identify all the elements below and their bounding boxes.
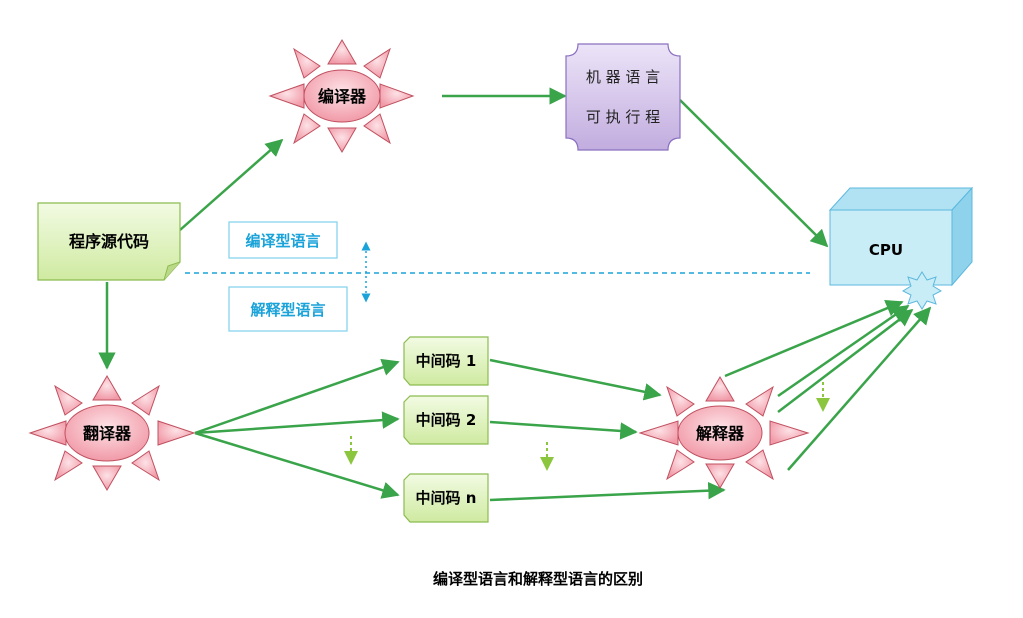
- compiled-label: 编译型语言: [245, 232, 320, 250]
- translator-label: 翻译器: [83, 424, 132, 443]
- arrow-interp-cpu-4: [787, 306, 932, 471]
- arrow-translator-midn: [194, 431, 400, 499]
- compiler-label: 编译器: [318, 87, 367, 106]
- arrow-translator-mid2: [194, 411, 400, 435]
- diagram-caption: 编译型语言和解释型语言的区别: [433, 570, 643, 588]
- arrow-midn-interpreter: [489, 481, 726, 502]
- mid-code-2-node: 中间码 2: [403, 395, 489, 445]
- machine-code-line1: 机 器 语 言: [586, 68, 660, 86]
- arrow-mid2-interpreter: [489, 420, 638, 440]
- arrow-interp-cpu-1: [724, 300, 904, 378]
- arrow-machine-cpu: [679, 99, 829, 248]
- cpu-node: [828, 186, 974, 310]
- interpreter-node: [638, 376, 810, 489]
- mid-code-n-node: 中间码 n: [403, 473, 489, 523]
- mid-code-1-label: 中间码 1: [416, 352, 477, 370]
- machine-code-line2: 可 执 行 程: [586, 108, 660, 126]
- arrow-mid1-interpreter: [489, 358, 662, 401]
- mid-code-n-label: 中间码 n: [416, 489, 477, 507]
- mid-code-2-label: 中间码 2: [416, 411, 477, 429]
- cpu-label: CPU: [869, 241, 903, 259]
- arrow-translator-mid1: [194, 358, 400, 435]
- interpreter-label: 解释器: [696, 424, 745, 443]
- interpreted-label-box: [228, 286, 348, 332]
- machine-code-node: [565, 43, 681, 151]
- arrow-interp-cpu-3: [777, 308, 914, 413]
- translator-node: [28, 375, 196, 491]
- compiled-label-box: [228, 221, 338, 259]
- arrow-source-compiler: [179, 138, 284, 231]
- cpu-burst-icon: [901, 271, 943, 310]
- compiler-node: [268, 39, 415, 153]
- source-label: 程序源代码: [69, 232, 149, 251]
- interpreted-label: 解释型语言: [250, 301, 325, 319]
- arrow-interp-cpu-2: [777, 304, 910, 398]
- mid-code-1-node: 中间码 1: [403, 336, 489, 386]
